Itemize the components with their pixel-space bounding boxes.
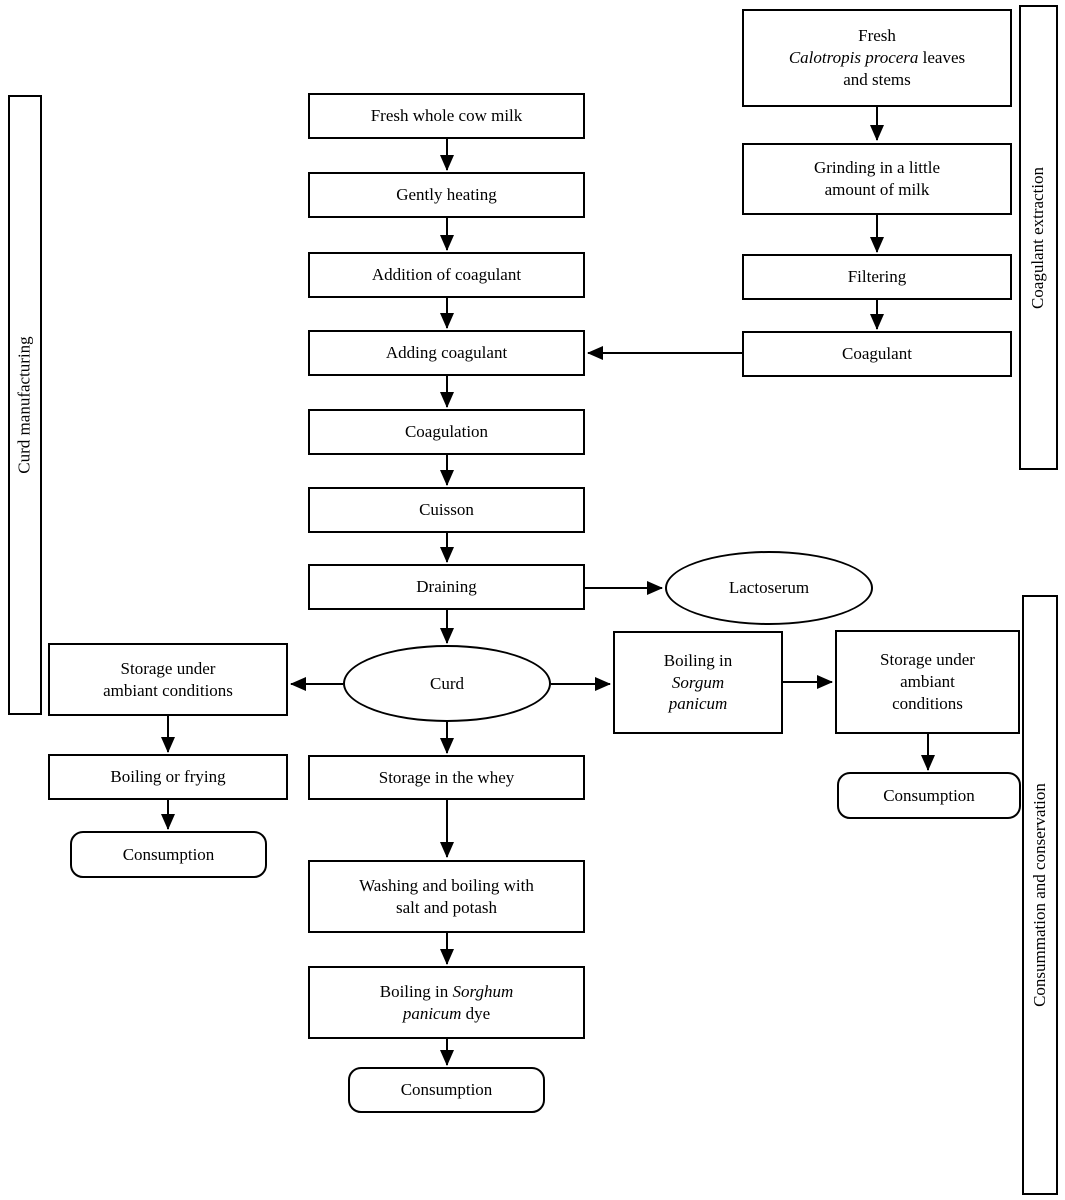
node-label-line: salt and potash <box>395 897 498 917</box>
node-label: Fresh whole cow milk <box>370 106 523 126</box>
node-draining: Draining <box>308 564 585 610</box>
node-label: Boiling or frying <box>110 767 226 787</box>
node-label-line: Storage under <box>880 650 975 670</box>
node-filtering: Filtering <box>742 254 1012 300</box>
section-label-coagulant-extraction: Coagulant extraction <box>1028 166 1048 309</box>
section-band-curd-manufacturing: Curd manufacturing <box>8 95 42 715</box>
node-consumption-right: Consumption <box>837 772 1021 819</box>
node-label: Draining <box>416 577 477 597</box>
section-band-coagulant-extraction: Coagulant extraction <box>1019 5 1058 470</box>
species-name-italic: Sorgum <box>671 672 725 692</box>
node-consumption-left: Consumption <box>70 831 267 878</box>
node-label: Consumption <box>400 1080 493 1100</box>
node-boiling-in-sorgum-panicum: Boiling in Sorgum panicum <box>613 631 783 734</box>
node-lactoserum-ellipse: Lactoserum <box>665 551 873 625</box>
node-label-line: conditions <box>892 693 963 713</box>
node-label: Curd <box>430 673 464 693</box>
node-label-line: Boiling in <box>663 650 733 670</box>
section-label-curd-manufacturing: Curd manufacturing <box>15 336 35 474</box>
node-boiling-or-frying: Boiling or frying <box>48 754 288 800</box>
node-label: Coagulant <box>842 344 912 364</box>
node-storage-ambiant-left: Storage under ambiant conditions <box>48 643 288 716</box>
species-name-italic: panicum <box>402 1003 462 1023</box>
node-storage-ambiant-right: Storage under ambiant conditions <box>835 630 1020 734</box>
node-label: Consumption <box>122 844 215 864</box>
node-label-line: Washing and boiling with <box>359 875 534 895</box>
node-label: Coagulation <box>404 422 489 442</box>
node-curd-ellipse: Curd <box>343 645 551 722</box>
node-fresh-whole-cow-milk: Fresh whole cow milk <box>308 93 585 139</box>
node-boiling-in-sorghum-dye: Boiling in Sorghum panicum dye <box>308 966 585 1039</box>
species-name-italic: Calotropis procera <box>788 48 919 68</box>
species-name-italic: Sorghum <box>452 981 514 1001</box>
node-adding-coagulant: Adding coagulant <box>308 330 585 376</box>
node-grinding-in-milk: Grinding in a little amount of milk <box>742 143 1012 215</box>
node-coagulation: Coagulation <box>308 409 585 455</box>
section-band-consummation-conservation: Consummation and conservation <box>1022 595 1058 1195</box>
node-cuisson: Cuisson <box>308 487 585 533</box>
node-consumption-center: Consumption <box>348 1067 545 1113</box>
node-label: Consumption <box>883 785 975 805</box>
node-label: Adding coagulant <box>385 343 508 363</box>
species-name-italic: panicum <box>668 694 728 714</box>
node-label-line: panicum dye <box>403 1003 490 1025</box>
node-label: Gently heating <box>396 185 497 205</box>
node-label: Cuisson <box>419 500 474 520</box>
node-coagulant: Coagulant <box>742 331 1012 377</box>
node-label: Lactoserum <box>728 578 810 598</box>
node-label-line: Boiling in Sorghum <box>380 981 514 1003</box>
node-label-line: and stems <box>843 69 911 89</box>
node-label-line: ambiant conditions <box>103 680 233 700</box>
node-label: Filtering <box>847 267 907 287</box>
node-label-line: Grinding in a little <box>813 158 941 178</box>
node-label: Addition of coagulant <box>371 265 522 285</box>
node-fresh-calotropis-leaves: Fresh Calotropis procera leaves and stem… <box>742 9 1012 107</box>
node-gently-heating: Gently heating <box>308 172 585 218</box>
node-label-part: dye <box>461 1003 491 1023</box>
node-label-line: ambiant <box>900 672 955 692</box>
node-label-line: amount of milk <box>824 180 930 199</box>
node-label: Storage in the whey <box>378 767 515 787</box>
section-label-consummation-conservation: Consummation and conservation <box>1030 783 1049 1007</box>
node-washing-and-boiling: Washing and boiling with salt and potash <box>308 860 585 933</box>
node-label-line: Calotropis procera leaves <box>789 47 965 69</box>
node-label-line: Fresh <box>858 26 896 46</box>
node-label-line: Storage under <box>120 658 216 678</box>
node-label-part: Boiling in <box>379 981 453 1001</box>
node-addition-of-coagulant: Addition of coagulant <box>308 252 585 298</box>
node-label-part: leaves <box>918 48 966 68</box>
node-storage-in-the-whey: Storage in the whey <box>308 755 585 800</box>
